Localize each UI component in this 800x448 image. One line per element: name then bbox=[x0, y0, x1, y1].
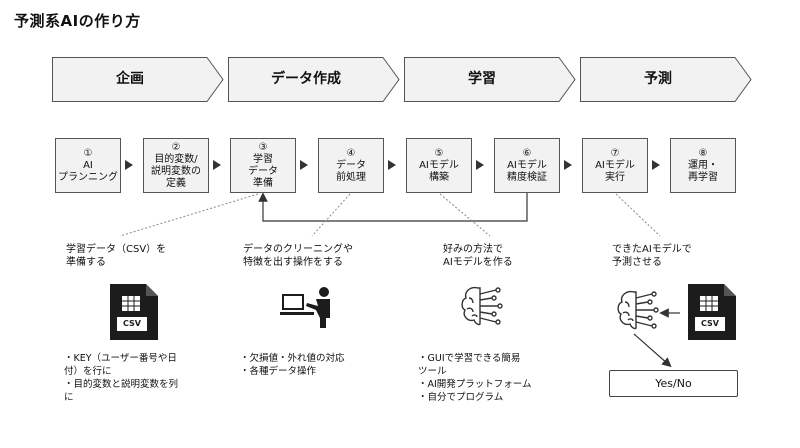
step-variable-definition: ② 目的変数/ 説明変数の 定義 bbox=[143, 138, 209, 193]
step-label: ④ データ 前処理 bbox=[336, 147, 366, 183]
desc-predict: できたAIモデルで 予測させる bbox=[612, 244, 692, 268]
chevron-shape bbox=[580, 57, 752, 102]
step-operation-retrain: ⑧ 運用・ 再学習 bbox=[670, 138, 736, 193]
page-title: 予測系AIの作り方 bbox=[14, 12, 141, 30]
phase-label: 企画 bbox=[116, 71, 144, 87]
note-cleaning: ・欠損値・外れ値の対応 ・各種データ操作 bbox=[240, 353, 345, 377]
step-data-preprocessing: ④ データ 前処理 bbox=[318, 138, 384, 193]
csv-label: CSV bbox=[123, 319, 141, 328]
step-ai-planning: ① AI プランニング bbox=[55, 138, 121, 193]
step-training-data-prep: ③ 学習 データ 準備 bbox=[230, 138, 296, 193]
arrow-right-icon bbox=[300, 160, 308, 170]
phase-label: 予測 bbox=[644, 71, 672, 87]
callout-line bbox=[439, 193, 491, 237]
chevron-shape bbox=[404, 57, 576, 102]
desc-cleaning: データのクリーニングや 特徴を出す操作をする bbox=[243, 244, 353, 268]
arrow-right-icon bbox=[388, 160, 396, 170]
note-build: ・GUIで学習できる簡易 ツール ・AI開発プラットフォーム ・自分でプログラム bbox=[418, 353, 532, 403]
step-model-run: ⑦ AIモデル 実行 bbox=[582, 138, 648, 193]
callout-line bbox=[615, 193, 661, 237]
phase-label: データ作成 bbox=[271, 71, 341, 87]
arrow-right-icon bbox=[652, 160, 660, 170]
callout-line bbox=[119, 193, 259, 237]
brain-circuit-icon bbox=[614, 288, 660, 336]
step-model-build: ⑤ AIモデル 構築 bbox=[406, 138, 472, 193]
brain-circuit-icon bbox=[458, 284, 504, 332]
person-at-computer-icon bbox=[280, 286, 336, 332]
step-label: ⑦ AIモデル 実行 bbox=[595, 147, 635, 183]
callout-line bbox=[311, 193, 351, 237]
step-label: ⑤ AIモデル 構築 bbox=[419, 147, 459, 183]
phase-data-creation: データ作成 bbox=[228, 57, 400, 102]
chevron-shape bbox=[52, 57, 224, 102]
csv-file-icon: CSV bbox=[108, 282, 160, 342]
phase-planning: 企画 bbox=[52, 57, 224, 102]
desc-prep: 学習データ（CSV）を 準備する bbox=[66, 244, 167, 268]
phase-learning: 学習 bbox=[404, 57, 576, 102]
csv-label: CSV bbox=[701, 319, 719, 328]
phase-prediction: 予測 bbox=[580, 57, 752, 102]
desc-build: 好みの方法で AIモデルを作る bbox=[443, 244, 513, 268]
csv-file-icon: CSV bbox=[686, 282, 738, 342]
step-label: ① AI プランニング bbox=[58, 147, 118, 183]
step-label: ⑧ 運用・ 再学習 bbox=[688, 147, 718, 183]
step-model-validation: ⑥ AIモデル 精度検証 bbox=[494, 138, 560, 193]
prediction-result-box: Yes/No bbox=[609, 370, 738, 397]
note-prep: ・KEY（ユーザー番号や日 付）を行に ・目的変数と説明変数を列 に bbox=[64, 353, 179, 403]
chevron-shape bbox=[228, 57, 400, 102]
arrow-right-icon bbox=[564, 160, 572, 170]
step-label: ② 目的変数/ 説明変数の 定義 bbox=[151, 141, 201, 189]
arrow-right-icon bbox=[125, 160, 133, 170]
output-arrow bbox=[633, 333, 672, 368]
step-label: ⑥ AIモデル 精度検証 bbox=[507, 147, 547, 183]
feedback-loop-arrow bbox=[258, 192, 528, 222]
step-label: ③ 学習 データ 準備 bbox=[248, 141, 278, 189]
arrow-right-icon bbox=[476, 160, 484, 170]
arrow-right-icon bbox=[213, 160, 221, 170]
phase-label: 学習 bbox=[468, 71, 496, 87]
